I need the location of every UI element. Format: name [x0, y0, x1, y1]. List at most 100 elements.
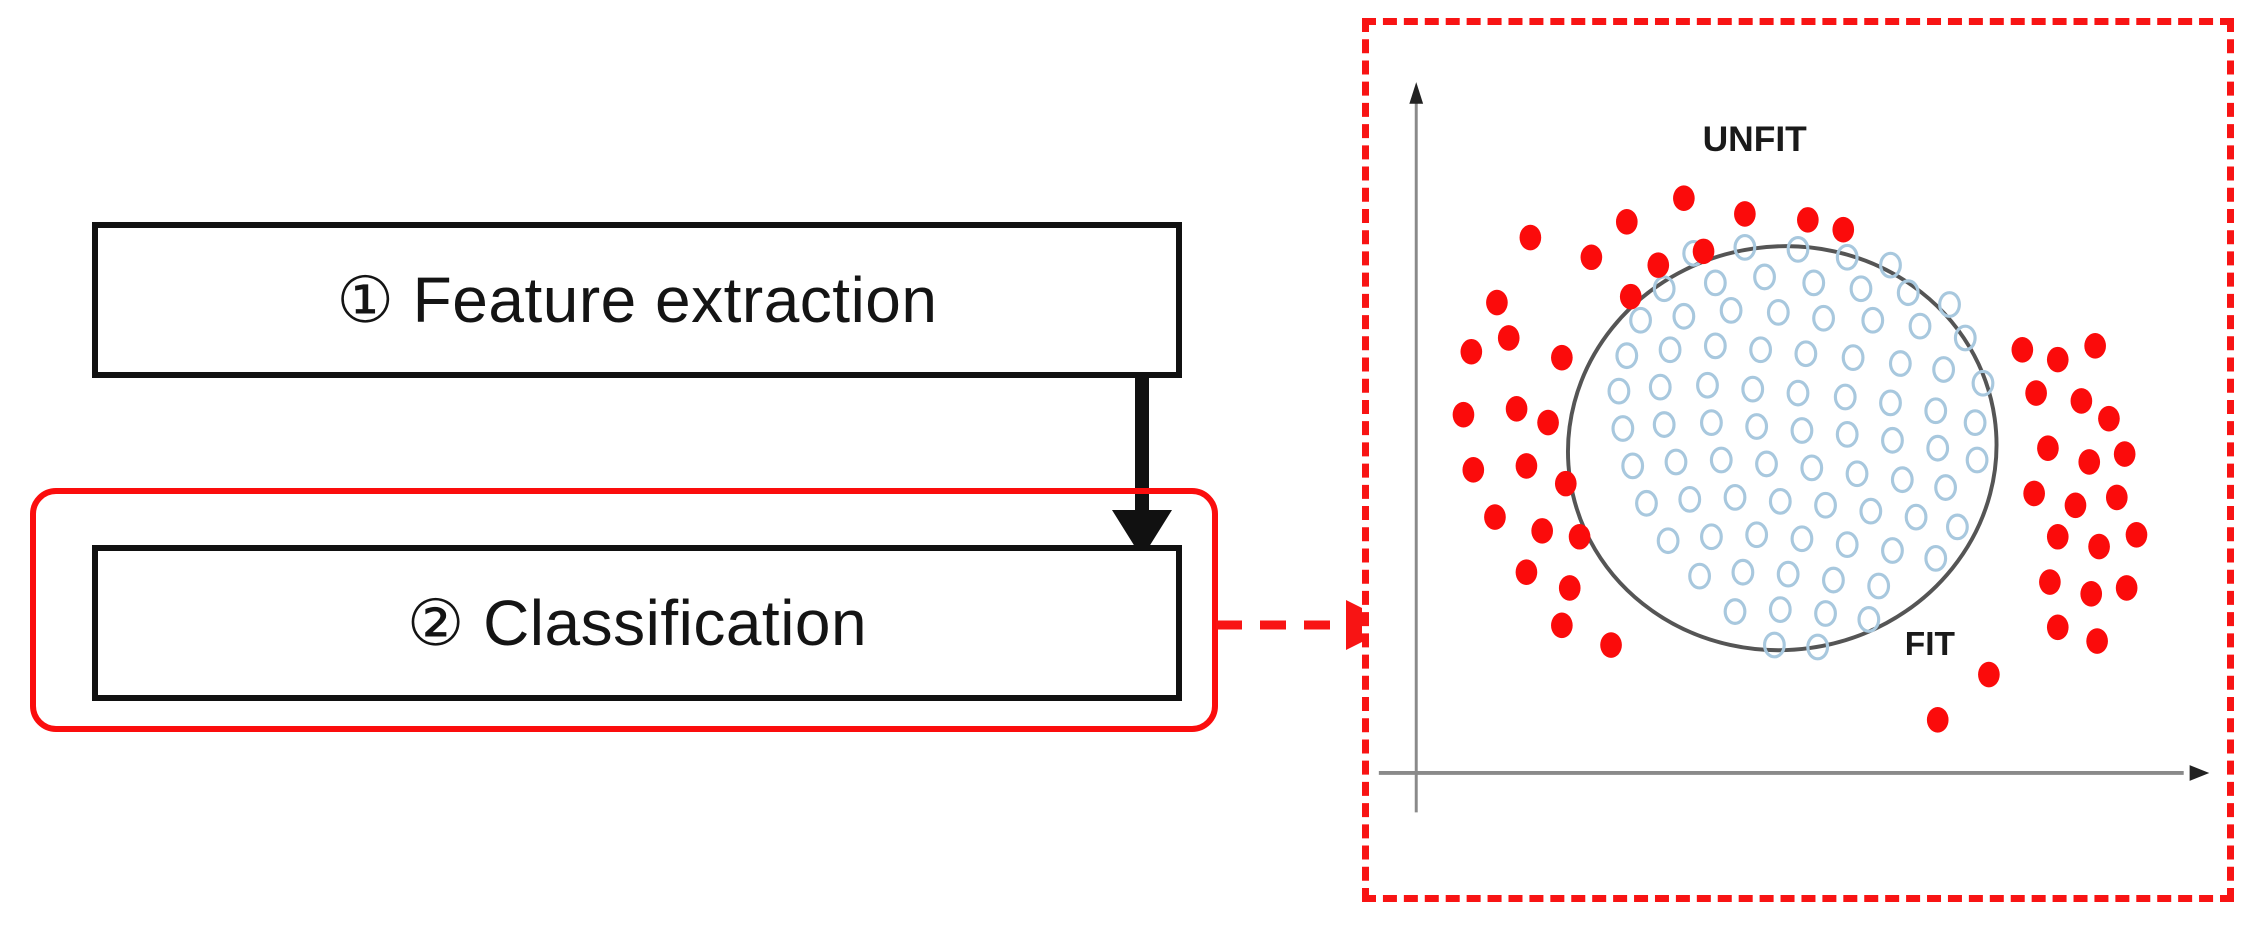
fit-point	[1849, 275, 1873, 303]
unfit-point	[1486, 289, 1508, 316]
fit-point	[1800, 454, 1824, 482]
unfit-point	[1692, 238, 1715, 265]
fit-point	[1776, 560, 1800, 588]
unfit-point-group	[1452, 185, 2148, 733]
unfit-point	[2125, 522, 2148, 548]
fit-point	[1790, 525, 1814, 553]
fit-point	[1861, 306, 1885, 334]
unfit-point	[1460, 338, 1483, 365]
fit-point	[1723, 598, 1747, 625]
fit-point	[1611, 415, 1635, 442]
fit-point	[1841, 344, 1865, 372]
fit-point	[1731, 558, 1755, 586]
unfit-point	[2064, 492, 2087, 519]
fit-point	[1652, 411, 1676, 438]
unfit-point	[1797, 207, 1819, 233]
fit-point	[1745, 521, 1769, 549]
unfit-point	[1615, 209, 1638, 235]
process-box-classification-label: ② Classification	[406, 586, 868, 659]
fit-point	[1703, 269, 1727, 297]
unfit-point	[1568, 523, 1591, 550]
unfit-point	[1580, 244, 1603, 271]
unfit-point	[2078, 449, 2101, 475]
unfit-point	[2113, 441, 2136, 467]
fit-point	[1786, 236, 1810, 263]
fit-point	[1879, 251, 1902, 279]
classification-scatter-panel: UNFIT FIT	[1362, 18, 2234, 902]
unfit-point	[2037, 435, 2059, 461]
unfit-point	[2115, 575, 2138, 601]
unfit-point	[2098, 405, 2120, 432]
unfit-point	[2011, 336, 2034, 363]
unfit-point	[1452, 401, 1475, 428]
unfit-point	[2084, 333, 2106, 359]
fit-point	[1938, 291, 1961, 318]
fit-point	[1768, 487, 1792, 515]
fit-point	[1652, 275, 1676, 303]
fit-point	[1709, 446, 1733, 474]
fit-point	[1881, 426, 1904, 454]
pipeline-flowchart: ① Feature extraction ② Classification	[30, 222, 1396, 732]
unfit-point	[1734, 201, 1756, 227]
fit-point	[1971, 369, 1995, 397]
fit-point	[1658, 336, 1682, 364]
fit-point-group	[1607, 234, 1995, 661]
unfit-point	[2039, 569, 2061, 595]
process-box-feature-extraction-label: ① Feature extraction	[336, 263, 938, 336]
unfit-point	[1600, 632, 1622, 658]
fit-point	[1766, 298, 1790, 326]
fit-point	[1678, 485, 1702, 513]
fit-point	[1621, 452, 1645, 480]
unfit-point	[1515, 559, 1538, 585]
down-arrow-icon	[1112, 372, 1172, 558]
fit-point	[1926, 434, 1950, 462]
fit-point	[1835, 531, 1859, 559]
unfit-point	[2088, 533, 2110, 560]
fit-point	[1924, 545, 1948, 572]
fit-point	[1629, 306, 1652, 334]
fit-point	[1835, 421, 1859, 448]
fit-point	[1812, 304, 1835, 332]
fit-point	[1768, 596, 1792, 623]
process-box-classification[interactable]: ② Classification	[92, 545, 1182, 701]
unfit-point	[1926, 707, 1949, 733]
unfit-point	[1497, 325, 1520, 351]
unfit-point	[1462, 457, 1485, 483]
unfit-point	[1505, 396, 1528, 422]
fit-point	[1723, 484, 1747, 511]
fit-point	[1924, 397, 1948, 425]
fit-point	[1664, 448, 1688, 476]
fit-point	[1965, 446, 1989, 474]
fit-point	[1932, 356, 1956, 383]
unfit-point	[2080, 581, 2103, 607]
fit-point	[1719, 297, 1743, 324]
fit-point	[1749, 336, 1773, 364]
fit-point	[1794, 340, 1818, 368]
process-box-feature-extraction[interactable]: ① Feature extraction	[92, 222, 1182, 378]
fit-point	[1890, 466, 1914, 494]
fit-point	[1833, 383, 1857, 411]
fit-point	[1615, 342, 1639, 370]
fit-point	[1904, 503, 1928, 531]
unfit-point	[1647, 252, 1670, 278]
unfit-point	[1531, 518, 1553, 544]
unfit-point	[2046, 523, 2069, 550]
unfit-point	[1551, 612, 1573, 639]
classification-highlight-outline	[30, 488, 1218, 732]
fit-point	[1786, 379, 1810, 407]
fit-point	[1888, 350, 1912, 377]
unfit-point	[1673, 185, 1695, 212]
fit-point	[1753, 263, 1776, 291]
unfit-point	[1978, 661, 2000, 688]
fit-point	[1859, 497, 1883, 525]
fit-point	[1762, 631, 1786, 659]
fit-point	[1822, 566, 1845, 594]
fit-point	[1867, 572, 1891, 600]
fit-point	[1802, 269, 1826, 297]
unfit-point	[2070, 388, 2093, 414]
annotation-unfit: UNFIT	[1703, 119, 1808, 159]
fit-point	[1790, 417, 1814, 444]
fit-point	[1908, 312, 1932, 340]
fit-point	[1648, 373, 1672, 401]
fit-point	[1688, 562, 1712, 590]
